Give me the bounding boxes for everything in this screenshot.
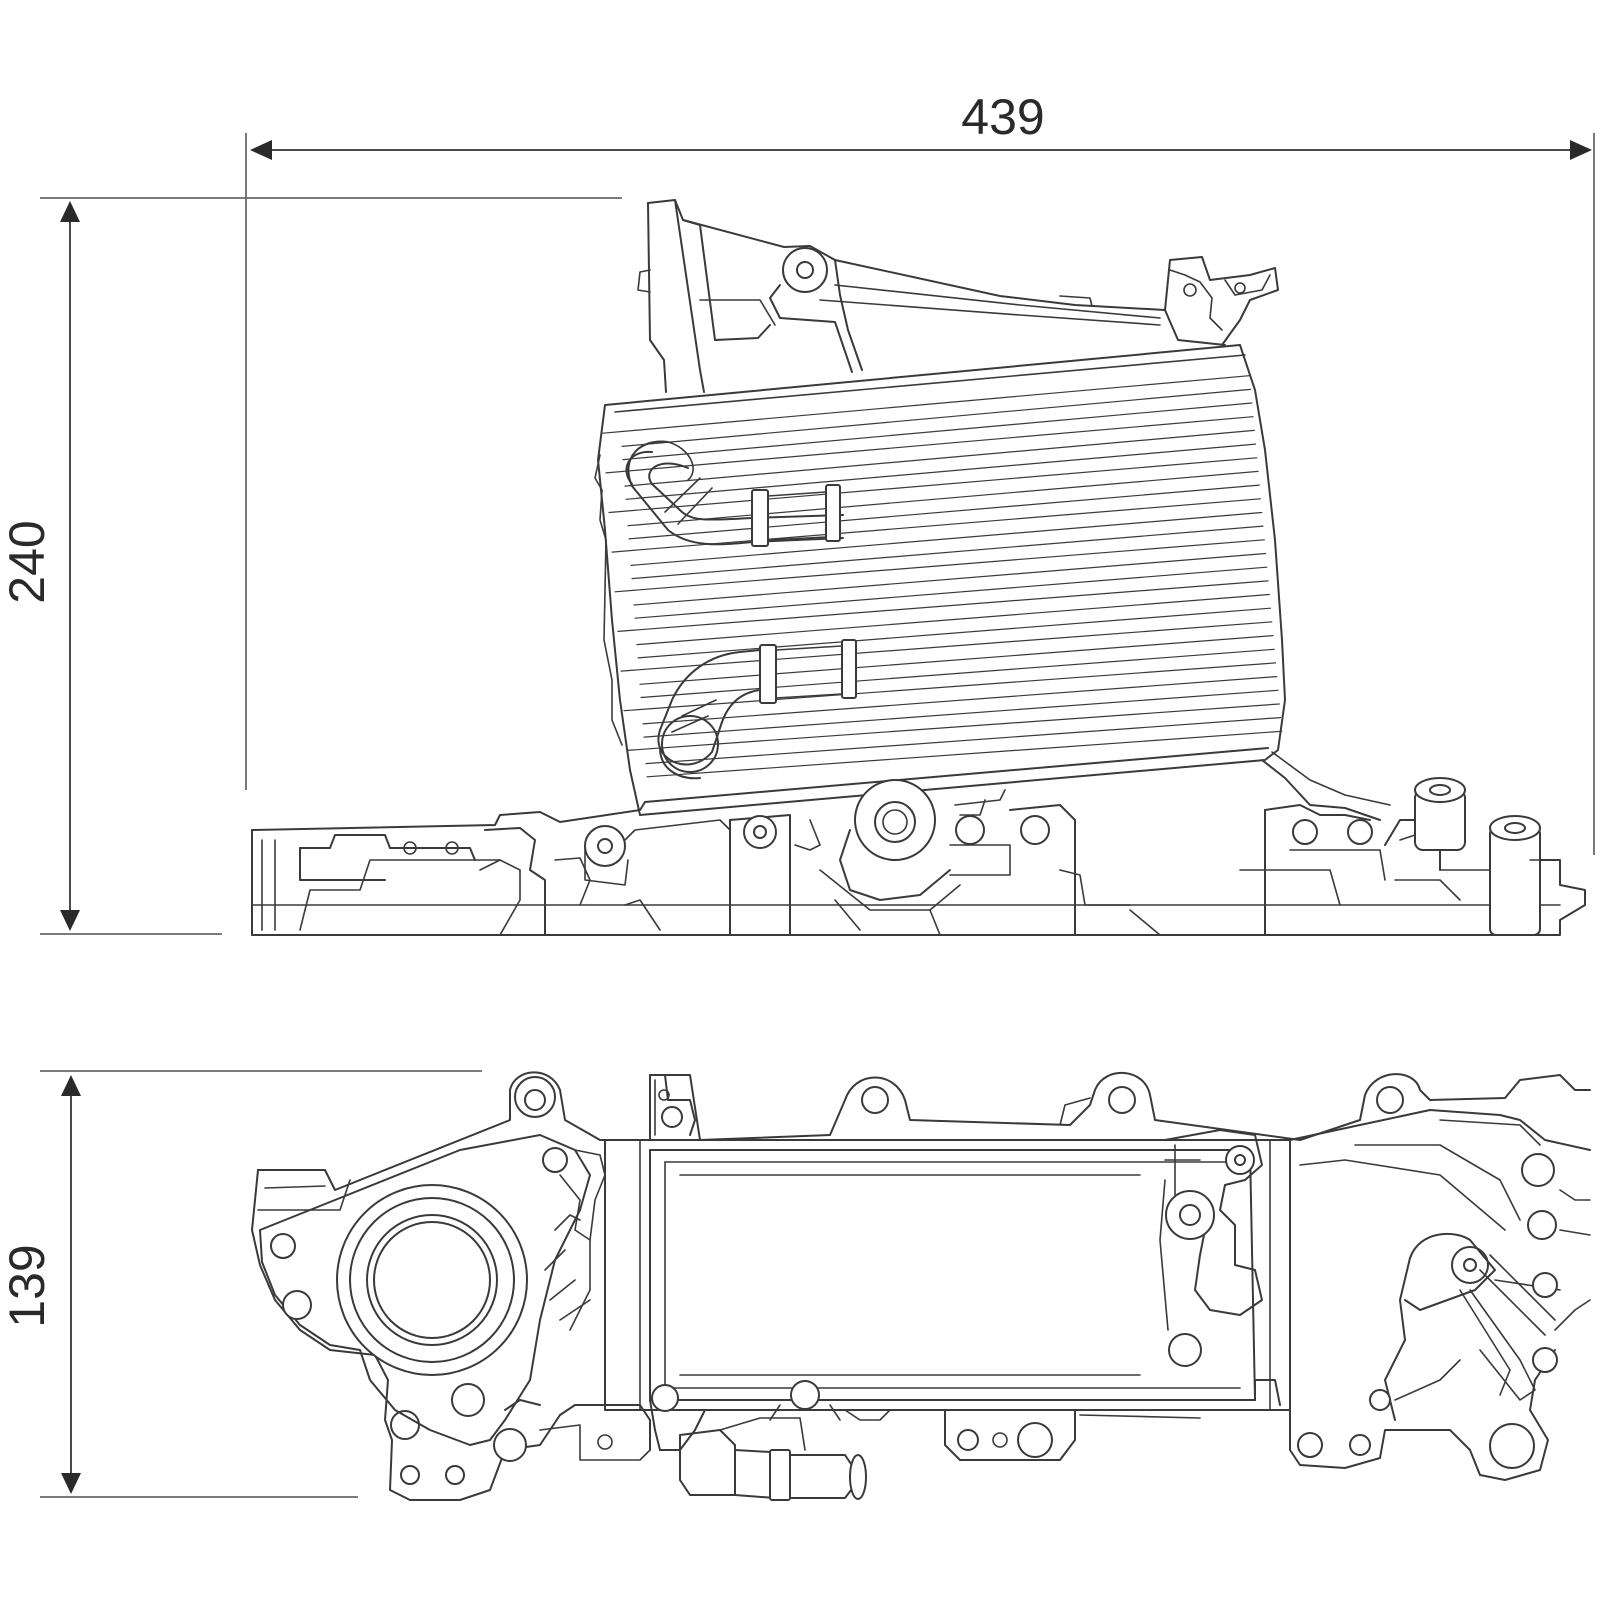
cooler-fin-line (633, 552, 1267, 606)
cooler-fin-line (631, 525, 1264, 580)
cooler-fin-line (620, 621, 1273, 672)
cooler-fin-line (628, 484, 1260, 540)
side-upper-housing (637, 199, 1279, 393)
top-mounting-bosses (649, 1074, 1404, 1136)
width-dimension-label: 439 (961, 89, 1044, 145)
cooler-fin-line (617, 580, 1269, 633)
cooler-fin-line (642, 675, 1278, 725)
dimension-top-height: 139 (0, 1070, 482, 1498)
cooler-fin-line (608, 457, 1258, 514)
cooler-fin-line (630, 511, 1263, 567)
side-view (251, 199, 1586, 936)
dimension-width: 439 (245, 89, 1595, 855)
top-bottom-attachments (400, 1379, 1281, 1501)
cooler-fin-line (622, 402, 1253, 461)
top-right-bracket (1159, 1129, 1263, 1367)
cooler-fin-line (602, 375, 1250, 434)
cooler-fin-line (605, 416, 1254, 474)
side-upper-pipe (625, 440, 844, 547)
cooler-fin-line (643, 689, 1279, 738)
dimension-side-height: 240 (0, 197, 622, 935)
cooler-fin-line (624, 429, 1255, 487)
cooler-fin-line (614, 539, 1265, 593)
cooler-fin-line (639, 634, 1274, 685)
cooler-fin-line (626, 703, 1280, 752)
side-lower-pipe (657, 639, 857, 780)
cooler-fin-line (645, 716, 1282, 765)
side-height-dimension-label: 240 (0, 520, 55, 603)
side-cooler-body (594, 344, 1391, 821)
top-right-flange (1289, 1109, 1591, 1481)
cooler-fin-line (640, 648, 1275, 699)
cooler-fin-line (623, 662, 1277, 712)
cooler-fin-line (621, 388, 1252, 447)
cooler-fin-line (646, 730, 1283, 778)
cooler-fin-line (637, 607, 1272, 659)
top-view (251, 1071, 1591, 1501)
cooler-fin-line (627, 470, 1259, 527)
side-base-flange (251, 777, 1586, 936)
top-height-dimension-label: 139 (0, 1244, 55, 1327)
top-cooler-box (604, 1139, 1291, 1411)
cooler-fin-line (636, 593, 1270, 646)
cooler-fin-line (634, 566, 1268, 619)
top-outer-contour (251, 1071, 1591, 1501)
top-intake-flange (259, 1076, 606, 1446)
cooler-fin-line (625, 443, 1257, 500)
